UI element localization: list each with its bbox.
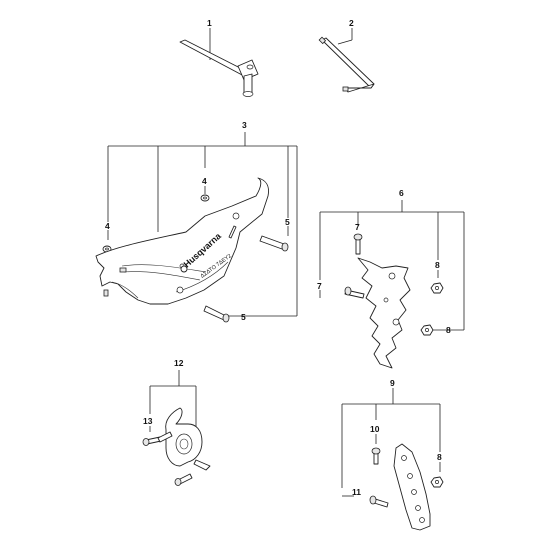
callout-1: 1 — [207, 18, 212, 28]
screw-7a — [353, 233, 363, 255]
clamp-part — [157, 407, 211, 471]
screw-7b — [344, 286, 365, 299]
callout-6: 6 — [399, 188, 404, 198]
callout-7b: 7 — [317, 281, 322, 291]
callout-9: 9 — [390, 378, 395, 388]
guard-leader-lines — [107, 132, 298, 317]
screw-5b — [203, 305, 230, 323]
screw-11 — [369, 495, 389, 508]
callout-3: 3 — [242, 120, 247, 130]
nut-8b — [420, 324, 434, 336]
callout-5b: 5 — [241, 312, 246, 322]
plate-leader-lines — [341, 388, 441, 497]
bumper-leader-lines — [319, 200, 465, 331]
screw-5a — [259, 235, 289, 252]
callout-10: 10 — [370, 424, 380, 434]
callout-13: 13 — [143, 416, 153, 426]
callout-11: 11 — [352, 487, 361, 497]
callout-4b: 4 — [105, 221, 110, 231]
callout-12: 12 — [174, 358, 184, 368]
guard-part: Husqvarna ΔΣΔΤΟ 7ΔΕΥ2 — [95, 177, 269, 305]
screw-13a — [142, 436, 162, 446]
nut-8c — [430, 476, 444, 488]
screw-13b — [174, 473, 193, 486]
hex-key-part — [318, 28, 375, 93]
screw-10 — [371, 447, 381, 465]
callout-8b: 8 — [446, 325, 451, 335]
callout-2: 2 — [349, 18, 354, 28]
plate-part — [393, 443, 431, 531]
callout-5a: 5 — [285, 217, 290, 227]
washer-4a — [200, 194, 210, 202]
nut-8a — [430, 282, 444, 294]
callout-8a: 8 — [435, 260, 440, 270]
t-wrench-part — [179, 28, 259, 97]
callout-8c: 8 — [437, 452, 442, 462]
spike-bumper-part — [357, 257, 411, 369]
callout-4a: 4 — [202, 176, 207, 186]
callout-7a: 7 — [355, 222, 360, 232]
